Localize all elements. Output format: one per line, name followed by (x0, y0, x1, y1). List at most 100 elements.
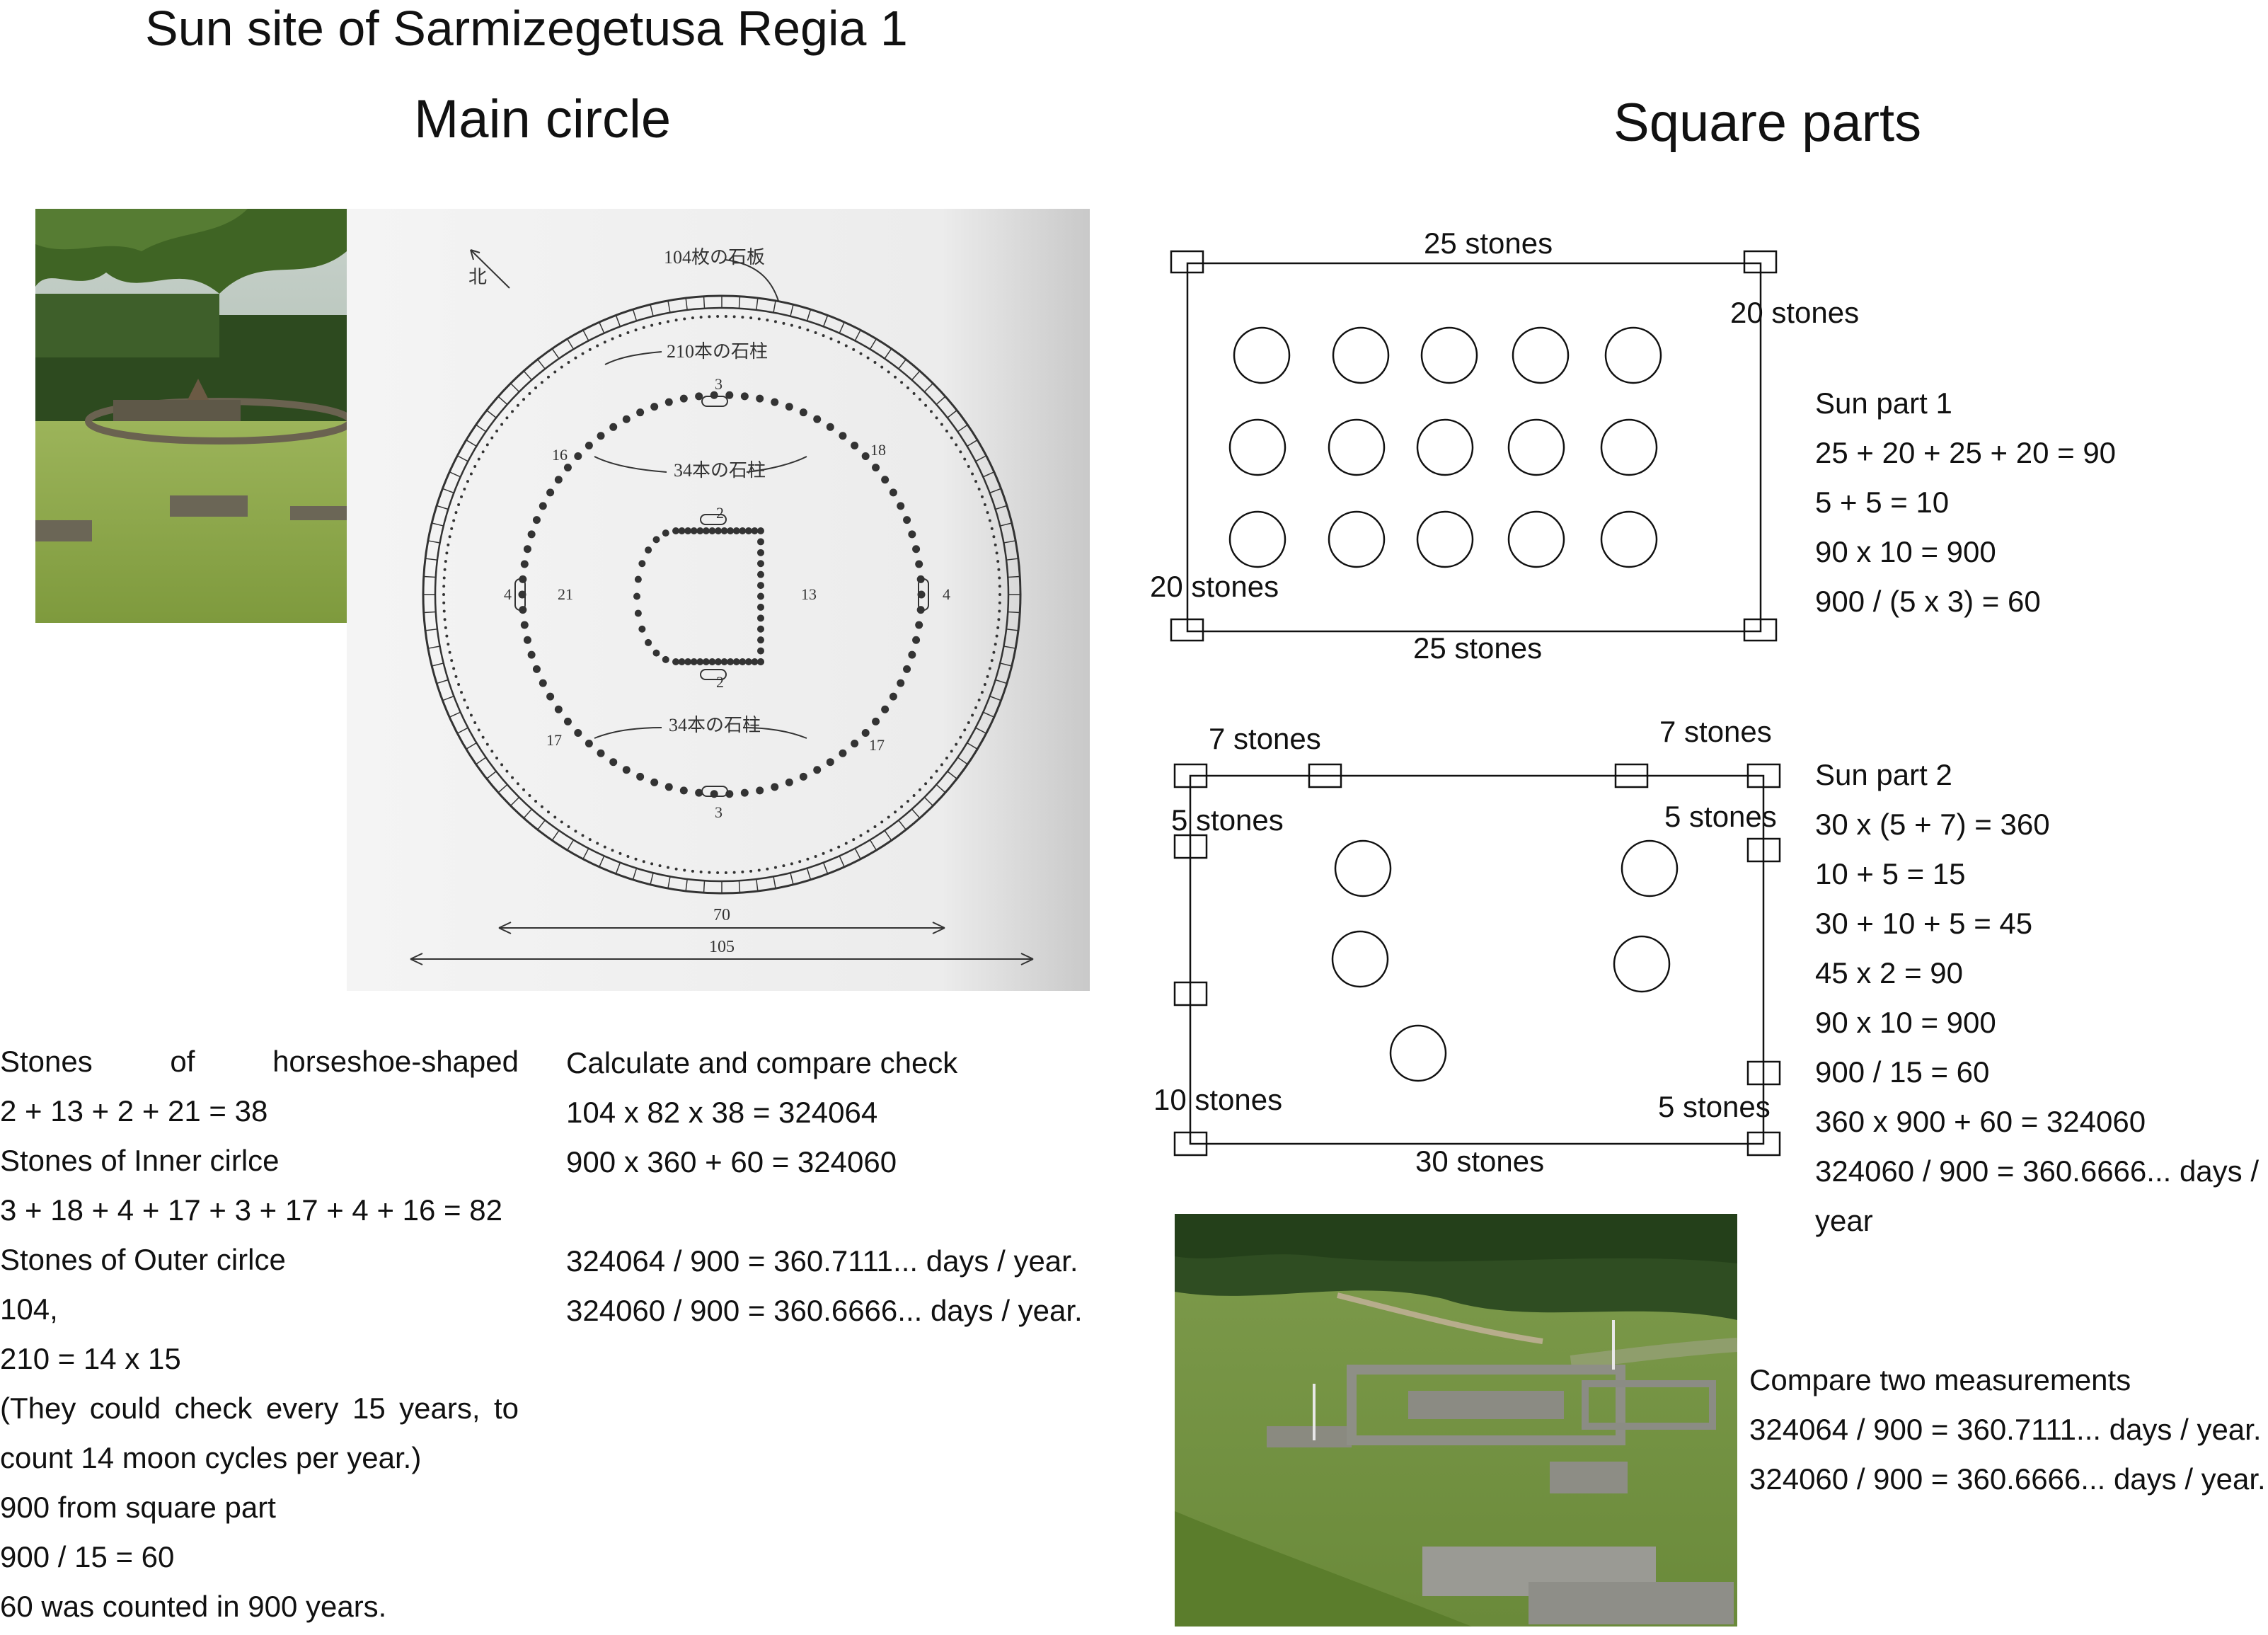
outer-pillar-dot (534, 800, 538, 803)
outer-plate-tick (1006, 558, 1019, 561)
corner-stone (1170, 250, 1204, 274)
outer-pillar-dot (444, 626, 447, 629)
outer-pillar-dot (588, 348, 592, 351)
outer-pillar-dot (452, 667, 456, 670)
outer-pillar-dot (460, 691, 464, 694)
horseshoe-dot (708, 527, 716, 534)
outer-pillar-dot (495, 756, 499, 759)
dimension-arrowheads (498, 922, 945, 934)
inner-pillar-dot (740, 392, 749, 401)
outer-plate-tick (989, 695, 1001, 701)
inner-pillar-dot (518, 590, 526, 599)
outer-plate-tick (476, 424, 487, 432)
outer-pillar-dot (887, 815, 890, 819)
outer-pillar-dot (988, 519, 991, 522)
outer-pillar-dot (457, 683, 461, 687)
horseshoe-dot (678, 658, 686, 665)
horseshoe-dot (751, 527, 759, 534)
outer-pillar-dot (642, 860, 645, 864)
outer-pillar-dot (766, 319, 769, 322)
horseshoe-dot (672, 527, 679, 534)
outer-pillar-dot (457, 503, 461, 506)
outer-plate-tick (486, 410, 497, 418)
outer-pillar-dot (866, 830, 870, 833)
outer-pillar-dot (603, 845, 606, 849)
main-circle-heading: Main circle (414, 89, 672, 149)
outer-pillar-dot (912, 794, 916, 798)
middle-notes: Calculate and compare check 104 x 82 x 3… (566, 1038, 1083, 1336)
north-arrowhead (470, 249, 480, 260)
inner-pillar-dot (527, 530, 536, 539)
outer-pillar-dot (983, 503, 986, 506)
outer-pillar-dot (967, 721, 970, 725)
outer-pillar-dot (790, 323, 793, 327)
pillars-arrow (604, 351, 662, 365)
outer-pillar-dot (749, 869, 753, 873)
inner-pillar-dot (756, 394, 764, 403)
outer-plate-tick (854, 329, 861, 341)
outer-pillar-dot (798, 860, 802, 864)
outer-pillar-dot (967, 464, 970, 468)
note-line: 25 + 20 + 25 + 20 = 90 (1815, 436, 2117, 469)
outer-pillar-dot (935, 416, 938, 420)
outer-pillar-dot (560, 365, 563, 369)
outer-plate-tick (615, 315, 621, 327)
outer-pillar-dot (683, 868, 686, 872)
inner-pillar-dot (740, 788, 749, 797)
inner-pillar-dot (799, 772, 807, 781)
sun-part-1-stone-circle (1420, 326, 1478, 384)
pillar-group-marker (918, 578, 929, 611)
note-line: 324060 / 900 = 360.6666... days / (1815, 1154, 2260, 1188)
outer-pillar-dot (798, 326, 802, 329)
outer-plate-tick (839, 856, 845, 868)
inner-pillar-dot (785, 403, 793, 411)
outer-pillar-dot (782, 321, 785, 325)
sp1-top-label: 25 stones (1424, 226, 1553, 260)
outer-pillar-dot (998, 593, 1001, 596)
horseshoe-dot (727, 658, 735, 665)
horseshoe-dot (757, 527, 764, 534)
sun-part-1-stone-circle (1512, 326, 1570, 384)
outer-pillar-dot (945, 430, 948, 433)
count-bottom: 3 (715, 803, 723, 821)
corner-stone (1746, 763, 1781, 788)
outer-pillar-dot (699, 316, 703, 319)
sun-part-1-stone-circle (1507, 510, 1565, 568)
outer-pillar-dot (992, 650, 996, 654)
note-line: 324060 / 900 = 360.6666... days / year. (1749, 1462, 2266, 1496)
outer-pillar-dot (540, 805, 543, 808)
outer-pillar-dot (790, 862, 793, 866)
outer-pillar-dot (998, 601, 1001, 604)
inner-pillar-dot (695, 788, 703, 797)
outer-pillar-dot (887, 370, 890, 374)
sp2-mid-left-label: 5 stones (1171, 803, 1284, 837)
outer-pillar-dot (642, 326, 645, 329)
inner-pillar-dot (872, 717, 880, 725)
note-line: 900 x 360 + 60 = 324060 (566, 1145, 897, 1178)
outer-plate-tick (599, 321, 605, 333)
side-stone (1746, 1060, 1781, 1086)
inner-pillar-dot (917, 590, 926, 599)
inner-pillar-dot (539, 679, 547, 687)
outer-pillar-dot (974, 480, 978, 483)
inner-pillar-dot (523, 545, 531, 553)
outer-pillar-dot (950, 750, 953, 753)
outer-pillar-dot (994, 543, 997, 546)
note-line: Sun part 2 (1815, 758, 1952, 791)
horseshoe-dot (702, 658, 710, 665)
outer-pillar-dot (859, 352, 863, 355)
outer-pillar-dot (450, 527, 454, 530)
outer-pillar-dot (929, 410, 933, 413)
inner-pillar-dot (574, 729, 582, 738)
outer-plate-tick (1000, 662, 1012, 667)
outer-plate-tick (650, 304, 654, 316)
north-label: 北 (468, 267, 487, 287)
outer-pillar-dot (574, 830, 577, 833)
outer-pillar-dot (873, 361, 877, 365)
horseshoe-dot (757, 549, 764, 556)
inner-pillar-dot (546, 488, 555, 497)
sp2-top-left-label: 7 stones (1209, 722, 1321, 755)
outer-pillar-dot (766, 867, 769, 871)
inner-pillar-dot (897, 679, 905, 687)
sun-part-2-stone-circle (1621, 839, 1679, 897)
